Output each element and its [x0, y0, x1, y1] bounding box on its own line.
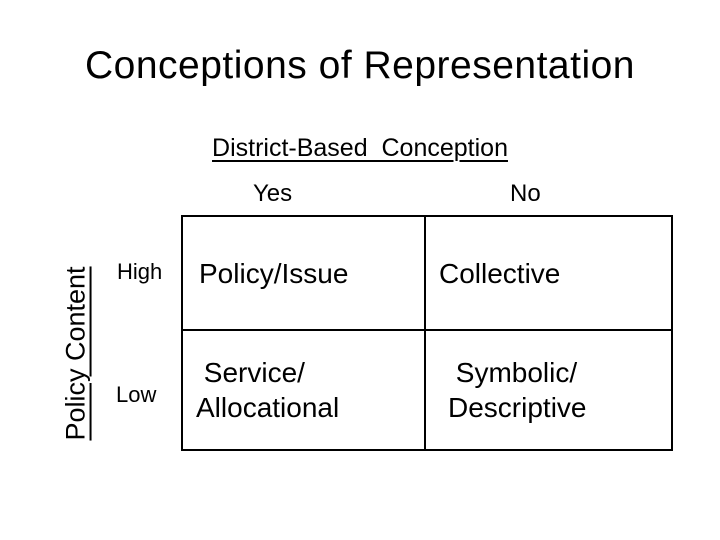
- row-label-low: Low: [116, 382, 157, 407]
- page-title: Conceptions of Representation: [84, 44, 635, 87]
- row-axis-title-text: Policy Content: [60, 265, 91, 441]
- cell-high-yes: Policy/Issue: [183, 217, 426, 331]
- column-axis-title: District-Based Conception: [212, 134, 508, 162]
- cell-low-no: Symbolic/ Descriptive: [448, 357, 587, 423]
- cell-high-no: Collective: [426, 217, 671, 331]
- cell-low-yes: Service/ Allocational: [183, 331, 426, 449]
- column-label-yes: Yes: [253, 180, 293, 207]
- matrix-table: Policy/Issue Collective Service/ Allocat…: [181, 215, 673, 451]
- column-label-no: No: [510, 180, 541, 207]
- row-label-high: High: [117, 259, 163, 284]
